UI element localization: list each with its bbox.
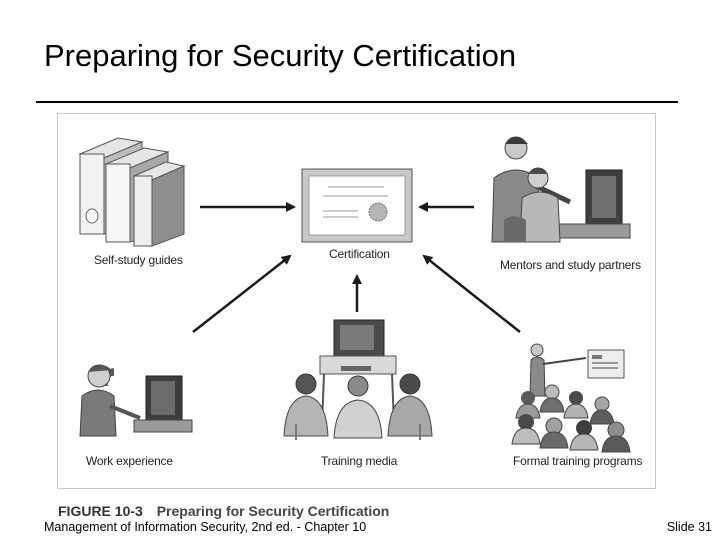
figure-number: FIGURE 10-3 — [58, 503, 143, 519]
mentors-label: Mentors and study partners — [500, 258, 641, 272]
training-media-label: Training media — [321, 454, 398, 468]
books-icon — [78, 137, 186, 247]
work-experience-icon — [79, 364, 193, 437]
figure-caption: FIGURE 10-3 Preparing for Security Certi… — [58, 503, 389, 519]
figure-caption-text: Preparing for Security Certification — [156, 503, 390, 519]
arrow-work-to-certification — [192, 254, 292, 333]
title-divider — [36, 101, 678, 103]
mentors-icon — [491, 136, 631, 243]
slide-title: Preparing for Security Certification — [44, 38, 517, 73]
formal-training-label: Formal training programs — [513, 454, 643, 468]
formal-training-icon — [511, 343, 631, 453]
certificate-icon — [301, 168, 413, 243]
arrow-formal-training-to-certification — [422, 254, 521, 333]
certification-label: Certification — [329, 247, 390, 261]
footer-course-title: Management of Information Security, 2nd … — [44, 520, 367, 534]
certification-diagram — [78, 136, 631, 453]
training-media-icon — [283, 319, 433, 440]
work-experience-label: Work experience — [86, 454, 173, 468]
slide-number: Slide 31 — [666, 520, 712, 534]
figure-panel: Certification Self-study guides Mentors … — [57, 113, 656, 489]
self-study-label: Self-study guides — [94, 253, 183, 267]
